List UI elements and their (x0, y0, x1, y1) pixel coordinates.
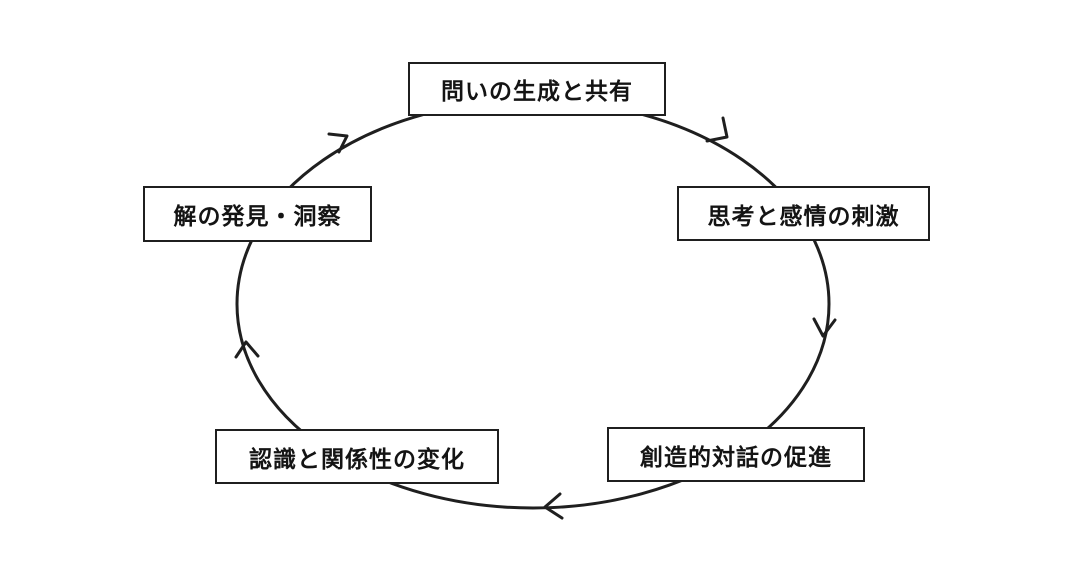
node-thought-stimulation: 思考と感情の刺激 (677, 186, 930, 241)
arrow-left-up-icon (234, 340, 260, 359)
node-perception-change: 認識と関係性の変化 (215, 429, 499, 484)
node-solution-insight: 解の発見・洞察 (143, 186, 372, 242)
arrow-right-down-icon (812, 317, 837, 338)
node-dialogue-promotion: 創造的対話の促進 (607, 427, 865, 482)
arrow-top-right-icon (705, 116, 729, 143)
node-question-generation: 問いの生成と共有 (408, 62, 666, 116)
arrow-bottom-left-icon (543, 492, 564, 520)
arrow-top-left-icon (327, 132, 349, 154)
